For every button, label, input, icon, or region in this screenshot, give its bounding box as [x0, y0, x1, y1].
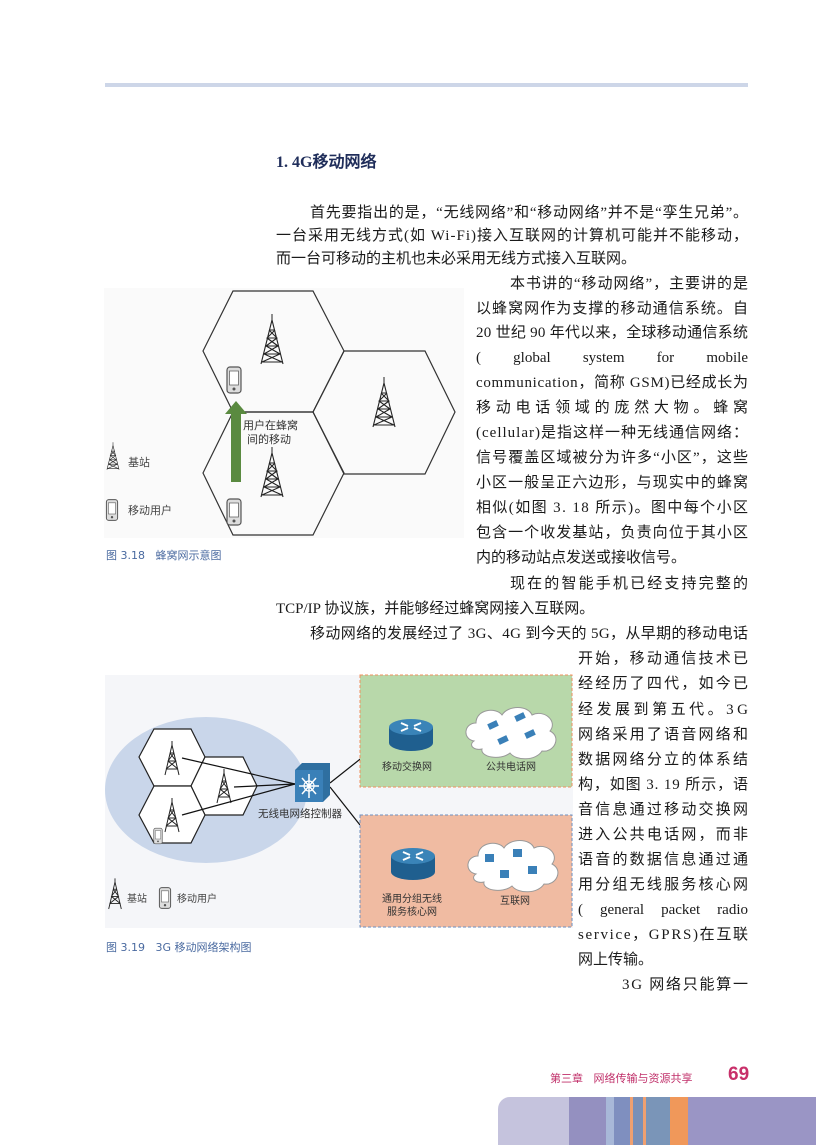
router-icon — [388, 718, 434, 752]
movement-label: 用户在蜂窝 — [243, 418, 298, 432]
mobile-phone-icon — [153, 827, 163, 845]
internet-label: 互联网 — [500, 895, 530, 907]
figure-caption: 图 3.18 蜂窝网示意图 — [106, 549, 222, 562]
text-line: service，GPRS)在互联 — [578, 927, 750, 943]
text-line: 语音的数据信息通过通 — [578, 852, 751, 868]
movement-arrow-icon — [225, 401, 247, 482]
text-line: (cellular)是指这样一种无线通信网络： — [476, 425, 749, 441]
section-heading: 1. 4G移动网络 — [276, 154, 377, 171]
text-line: 3G 网络只能算一 — [622, 977, 750, 993]
page-number: 69 — [728, 1064, 750, 1085]
legend-label: 基站 — [128, 455, 150, 469]
decorative-footer-bar — [498, 1097, 816, 1145]
text-line: 首先要指出的是，“无线网络”和“移动网络”并不是“孪生兄弟”。 — [310, 205, 749, 221]
legend-label: 移动用户 — [128, 503, 172, 517]
text-line: 移动网络的发展经过了 3G、4G 到今天的 5G，从早期的移动电话 — [310, 626, 749, 642]
text-line: 网络采用了语音网络和 — [578, 727, 751, 743]
legend-label: 移动用户 — [177, 892, 217, 905]
pstn-label: 公共电话网 — [486, 760, 536, 773]
figure-caption: 图 3.19 3G 移动网络架构图 — [106, 941, 252, 954]
legend-mobile-icon — [158, 887, 172, 909]
computer-icons — [485, 849, 537, 878]
text-line: 构，如图 3. 19 所示，语 — [578, 777, 749, 793]
text-line: 20 世纪 90 年代以来，全球移动通信系统 — [476, 325, 749, 341]
text-line: 经经历了四代，如今已 — [578, 676, 751, 692]
header-rule — [105, 83, 748, 87]
router-icon — [390, 847, 436, 881]
text-line: ( global system for mobile — [476, 350, 748, 366]
text-line: 进入公共电话网，而非 — [578, 827, 751, 843]
gprs-label: 通用分组无线 — [382, 892, 442, 905]
text-line: communication，简称 GSM)已经成长为 — [476, 375, 749, 391]
text-line: 用分组无线服务核心网 — [578, 877, 751, 893]
text-line: 一台采用无线方式(如 Wi-Fi)接入互联网的计算机可能并不能移动， — [276, 228, 749, 244]
text-line: 而一台可移动的主机也未必采用无线方式接入互联网。 — [276, 251, 637, 267]
text-line: 包含一个收发基站，负责向位于其小区 — [476, 525, 750, 541]
text-line: 相似(如图 3. 18 所示)。图中每个小区 — [476, 500, 750, 516]
legend-label: 基站 — [127, 892, 147, 905]
text-line: 音信息通过移动交换网 — [578, 802, 751, 818]
hex-cell — [312, 350, 456, 475]
text-line: ( general packet radio — [578, 902, 748, 918]
text-line: 小区一般呈正六边形，与现实中的蜂窝 — [476, 475, 750, 491]
controller-label: 无线电网络控制器 — [258, 807, 342, 820]
radio-network-controller-icon — [295, 763, 330, 802]
text-line: 内的移动站点发送或接收信号。 — [476, 550, 687, 566]
text-line: 信号覆盖区域被分为许多“小区”，这些 — [476, 450, 750, 466]
gprs-label: 服务核心网 — [387, 905, 437, 918]
telephone-icons — [487, 712, 536, 745]
chapter-footer: 第三章 网络传输与资源共享 — [550, 1072, 693, 1085]
text-line: 现在的智能手机已经支持完整的 — [510, 576, 751, 592]
msc-label: 移动交换网 — [382, 760, 432, 773]
text-line: 数据网络分立的体系结 — [578, 752, 751, 768]
text-line: TCP/IP 协议族，并能够经过蜂窝网接入互联网。 — [276, 601, 595, 617]
text-line: 开始，移动通信技术已 — [578, 651, 751, 667]
figure-background — [104, 288, 464, 538]
text-line: 经发展到第五代。3G — [578, 702, 752, 718]
text-line: 本书讲的“移动网络”，主要讲的是 — [510, 276, 749, 292]
text-line: 移动电话领域的庞然大物。蜂窝 — [476, 400, 753, 416]
movement-label: 间的移动 — [247, 432, 291, 446]
text-line: 网上传输。 — [578, 952, 654, 968]
text-line: 以蜂窝网作为支撑的移动通信系统。自 — [476, 301, 750, 317]
